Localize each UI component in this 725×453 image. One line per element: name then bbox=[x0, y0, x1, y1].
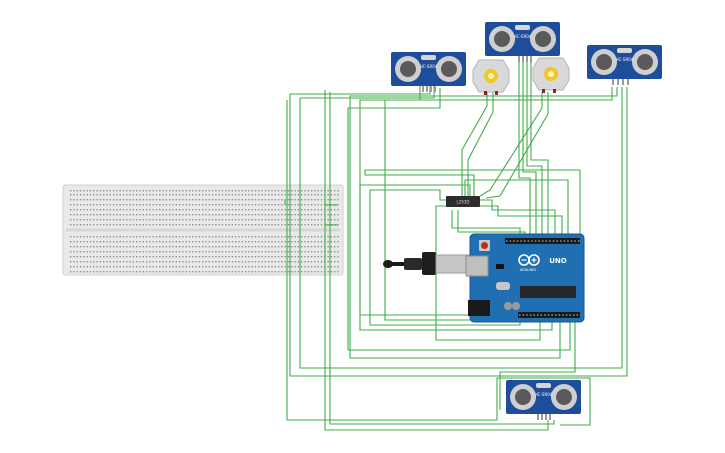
wire bbox=[384, 86, 470, 321]
driver-label: L293D bbox=[457, 200, 470, 205]
sensor-top[interactable]: HC-SR04 bbox=[485, 22, 560, 62]
wire bbox=[499, 320, 576, 410]
motor-driver-chip[interactable]: L293D bbox=[446, 196, 480, 207]
wire bbox=[526, 55, 543, 238]
top-header-pins bbox=[506, 240, 580, 242]
arduino-logo bbox=[518, 254, 540, 266]
wire bbox=[518, 55, 531, 238]
bottom-header-pins bbox=[519, 314, 579, 316]
wire bbox=[480, 205, 563, 238]
sensor-label: HC-SR04 bbox=[535, 392, 553, 397]
wire bbox=[522, 55, 537, 238]
motor-left[interactable] bbox=[472, 59, 510, 95]
breadboard-holes bbox=[70, 190, 339, 273]
arduino-brand: ARDUINO bbox=[520, 268, 537, 272]
wire bbox=[530, 55, 549, 238]
wire bbox=[485, 92, 549, 199]
wire bbox=[286, 100, 591, 426]
wire bbox=[289, 86, 628, 377]
usb-cable bbox=[383, 252, 471, 275]
wire bbox=[467, 92, 494, 196]
sensor-label: HC-SR04 bbox=[616, 57, 634, 62]
wire bbox=[359, 184, 471, 316]
breadboard[interactable] bbox=[62, 184, 344, 276]
wire bbox=[324, 90, 549, 431]
arduino-uno[interactable]: ARDUINO UNO bbox=[465, 233, 585, 323]
wire bbox=[464, 179, 569, 238]
sensor-right[interactable]: HC-SR04 bbox=[587, 45, 662, 85]
wire bbox=[364, 169, 581, 238]
wire bbox=[461, 92, 488, 196]
sensor-label: HC-SR04 bbox=[420, 64, 438, 69]
sensor-label: HC-SR04 bbox=[514, 34, 532, 39]
wire bbox=[329, 92, 555, 425]
sensor-left[interactable]: HC-SR04 bbox=[391, 52, 466, 92]
wire bbox=[479, 92, 543, 197]
wire bbox=[435, 205, 541, 341]
wire bbox=[369, 189, 521, 326]
wire bbox=[349, 87, 618, 359]
wires bbox=[284, 55, 628, 431]
wire bbox=[347, 88, 571, 351]
sensor-bottom[interactable]: HC-SR04 bbox=[506, 380, 581, 420]
wire bbox=[480, 199, 556, 238]
arduino-model: UNO bbox=[549, 257, 567, 265]
motor-right[interactable] bbox=[532, 57, 570, 93]
wire bbox=[451, 210, 521, 238]
